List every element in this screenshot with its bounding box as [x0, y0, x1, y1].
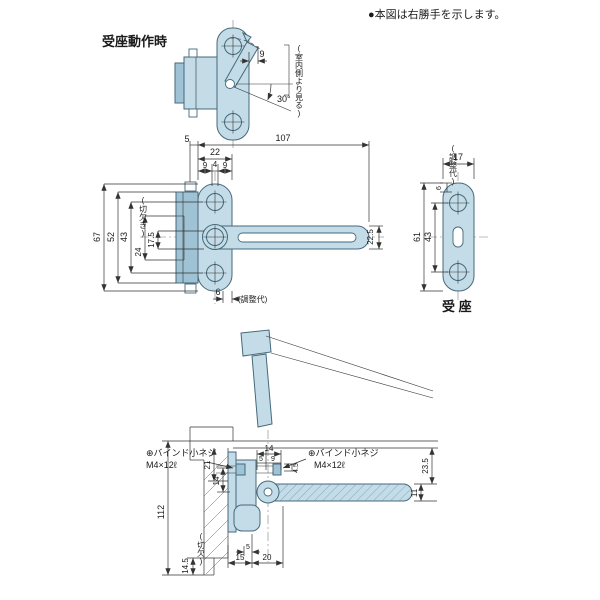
dim-9-label: 9 — [271, 456, 275, 463]
notch-note-label: (切欠き) — [139, 196, 148, 238]
screw-tip — [188, 108, 198, 118]
screw-size-left: M4×12ℓ — [146, 460, 178, 470]
door-edge-bracket — [174, 62, 185, 104]
dim-5-label: 5 — [184, 134, 189, 144]
adjust-note-label: (調整代) — [449, 144, 458, 186]
dim-43-label: 43 — [119, 232, 129, 242]
dim-11-label: 11 — [410, 488, 419, 497]
screw-head — [272, 463, 282, 476]
dim-112-label: 112 — [156, 505, 166, 519]
figure-receiver-view: 17 (調整代) 6 61 43 受 座 — [412, 144, 488, 314]
dim-17-label: 17 — [453, 152, 463, 162]
pivot-point — [225, 79, 235, 89]
dim-17_5-label: 17.5 — [147, 232, 156, 248]
figure-operating-view: 受座動作時 9 30° (室内側より見る) — [102, 20, 304, 148]
dim-30deg-label: 30° — [277, 94, 291, 104]
adjust-slot — [452, 226, 464, 248]
arm-head-open — [240, 329, 272, 357]
arm-shaft-open — [251, 353, 273, 428]
arm-slot — [237, 232, 357, 243]
screw-tip — [188, 48, 198, 58]
guard-body-shape — [183, 56, 218, 110]
dim-9a-label: 9 — [203, 161, 208, 170]
dim-6-label: 6 — [215, 287, 220, 297]
screw-tip — [184, 283, 197, 294]
dim-14-side-label: 14 — [212, 476, 221, 485]
pivot-axle — [263, 487, 273, 497]
dim-15-label: 15 — [236, 553, 245, 562]
dim-43-label: 43 — [423, 232, 433, 242]
figure-section-view: ⊕バインド小ネジ M4×12ℓ ⊕バインド小ネジ M4×12ℓ 14 5 9 4… — [146, 329, 438, 576]
notch-note-label: (切欠) — [197, 532, 206, 566]
screw-label-left: ⊕バインド小ネジ — [146, 448, 217, 458]
screw-head — [235, 463, 246, 476]
dim-52-label: 52 — [106, 232, 116, 242]
screw-tip — [184, 181, 197, 192]
adjust-note-label: (調整代) — [238, 294, 268, 304]
door-open-line — [265, 335, 434, 392]
dim-4_5-label: 4.5 — [293, 463, 300, 473]
door-hatching — [203, 455, 229, 575]
dim-22-label: 22 — [210, 147, 220, 157]
dim-14-top-label: 14 — [265, 444, 274, 453]
side-note-label: (室内側より見る) — [295, 44, 304, 118]
dim-24-label: 24 — [134, 247, 143, 256]
dim-9b-label: 9 — [223, 161, 228, 170]
dim-23_5-label: 23.5 — [421, 458, 430, 474]
dim-67-label: 67 — [92, 232, 102, 242]
dim-107-label: 107 — [275, 133, 290, 143]
receiver-title: 受 座 — [442, 299, 472, 314]
door-edge-bracket — [175, 191, 199, 284]
right-hand-note: ●本図は右勝手を示します。 — [368, 7, 506, 21]
arm-hook-tip — [241, 31, 252, 43]
dim-61-label: 61 — [412, 232, 422, 242]
guard-lower-body — [233, 504, 261, 532]
dim-5a-label: 5 — [259, 456, 263, 463]
operating-view-title: 受座動作時 — [102, 34, 167, 49]
door-open-line — [270, 352, 434, 399]
arm-hatch — [268, 484, 412, 501]
dim-22_5-label: 22.5 — [366, 229, 375, 245]
dim-9-label: 9 — [259, 49, 264, 59]
dim-20-label: 20 — [263, 553, 272, 562]
dim-6-label: 6 — [436, 186, 443, 190]
figure-main-view: 5 107 22 9 4 9 67 52 43 (切欠き) 24 — [92, 133, 384, 304]
dim-21-label: 21 — [203, 460, 212, 469]
dim-5b-label: 5 — [246, 544, 250, 551]
screw-label-right: ⊕バインド小ネジ — [308, 448, 379, 458]
dim-14_5-label: 14.5 — [181, 558, 190, 574]
screw-size-right: M4×12ℓ — [314, 460, 346, 470]
dim-4-label: 4 — [213, 160, 218, 169]
